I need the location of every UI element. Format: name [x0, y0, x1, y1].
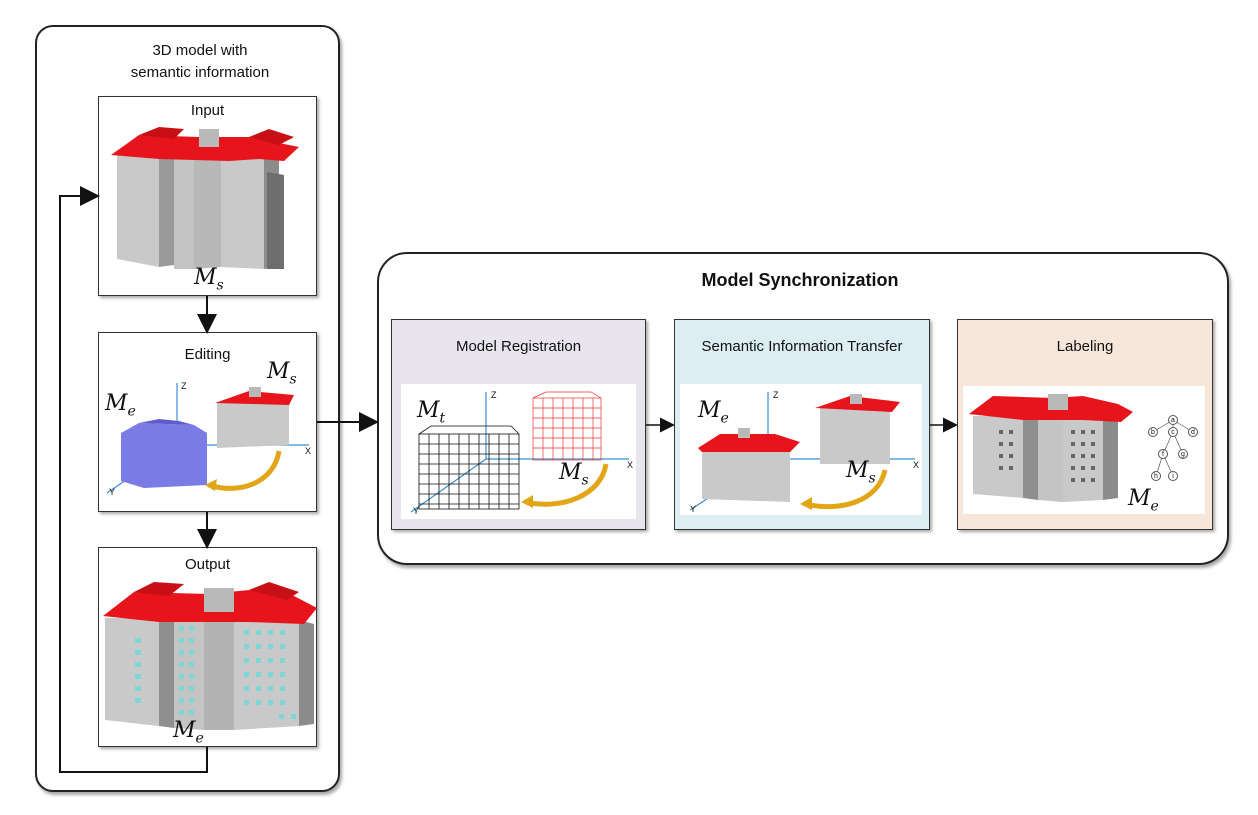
left-group-title: 3D model with semantic information — [130, 42, 270, 81]
editing-panel: Editing Z X Y Me Ms — [98, 332, 317, 512]
labeling-image — [969, 394, 1194, 502]
transfer-y-label: Y — [690, 504, 697, 514]
model-registration-label: Model Registration — [455, 338, 582, 355]
ms-symbol-registration: Ms — [559, 460, 589, 489]
semantic-model-group — [35, 25, 340, 792]
transfer-image-frame: Z X Y Me Ms — [680, 384, 922, 515]
tree-node-a: a — [1168, 415, 1178, 425]
me-symbol-labeling: Me — [1128, 486, 1159, 515]
registration-x-label: X — [627, 460, 634, 470]
transfer-x-label: X — [913, 460, 920, 470]
registration-z-label: Z — [491, 390, 497, 400]
tree-node-h: h — [1151, 471, 1161, 481]
tree-node-b: b — [1148, 427, 1158, 437]
model-synchronization-group — [377, 252, 1229, 565]
me-symbol-transfer: Me — [698, 398, 729, 427]
me-symbol-editing: Me — [105, 391, 136, 420]
x-axis-label: X — [305, 446, 312, 456]
me-symbol-output: Me — [173, 718, 204, 747]
semantic-transfer-label: Semantic Information Transfer — [701, 338, 903, 355]
ms-symbol-transfer: Ms — [846, 458, 876, 487]
ms-symbol-input: Ms — [194, 265, 224, 294]
tree-node-i: i — [1168, 471, 1178, 481]
model-registration-panel: Model Registration Z X Y Mt Ms — [391, 319, 646, 530]
output-panel: Output — [98, 547, 317, 747]
mt-symbol: Mt — [417, 398, 446, 427]
registration-image — [410, 391, 629, 513]
registration-image-frame: Z X Y Mt Ms — [401, 384, 636, 519]
tree-node-f: f — [1158, 449, 1168, 459]
labeling-panel: Labeling — [957, 319, 1213, 530]
y-axis-label: Y — [109, 487, 116, 497]
transfer-image — [689, 392, 915, 511]
labeling-label: Labeling — [1056, 338, 1114, 355]
input-label: Input — [190, 102, 225, 119]
registration-y-label: Y — [413, 506, 420, 516]
ms-symbol-editing: Ms — [267, 359, 297, 388]
tree-node-c: c — [1168, 427, 1178, 437]
tree-node-d: d — [1188, 427, 1198, 437]
semantic-transfer-panel: Semantic Information Transfer Z X Y Me M… — [674, 319, 930, 530]
model-synchronization-title: Model Synchronization — [701, 270, 899, 290]
z-axis-label: Z — [181, 381, 187, 391]
transfer-z-label: Z — [773, 390, 779, 400]
output-building-image — [103, 582, 317, 730]
tree-node-g: g — [1178, 449, 1188, 459]
input-panel: Input Ms — [98, 96, 317, 296]
